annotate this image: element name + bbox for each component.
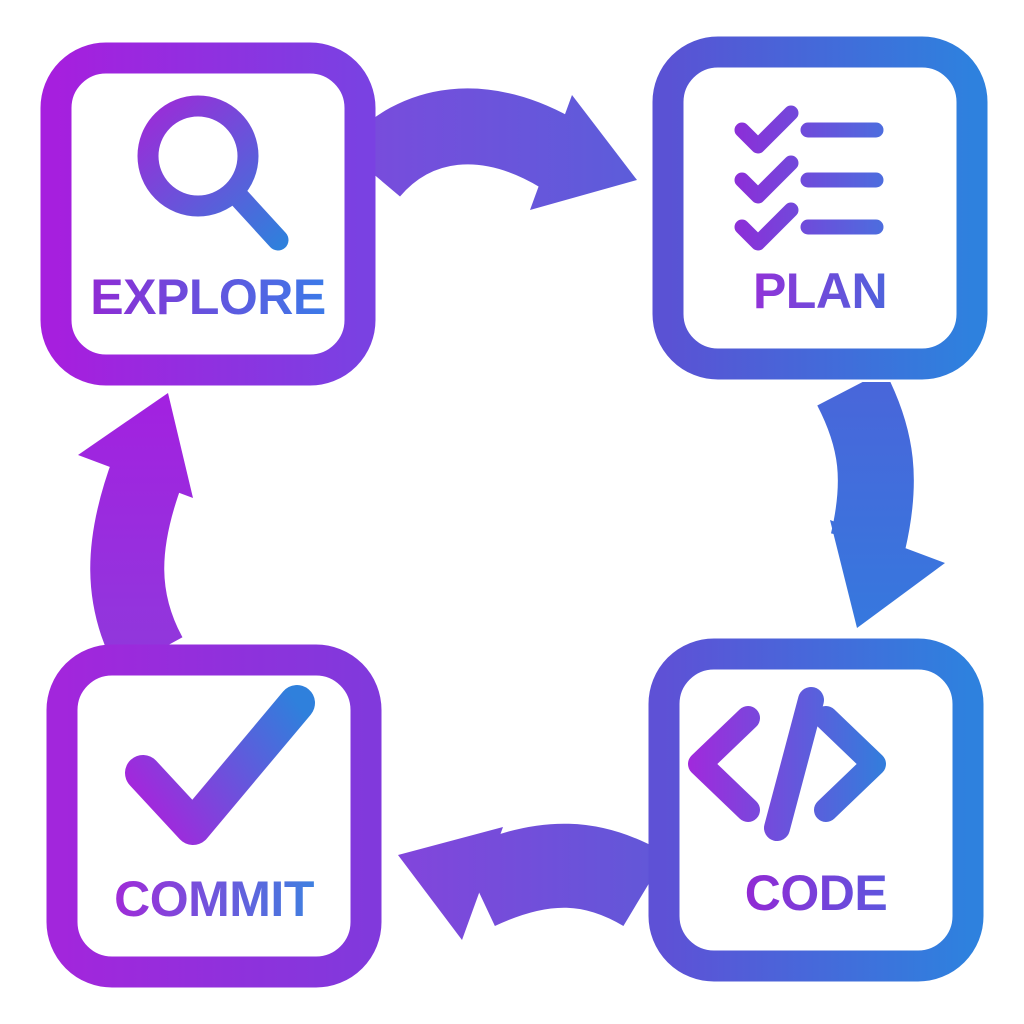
node-commit-label: COMMIT (114, 871, 314, 927)
plan-box-frame (652, 36, 988, 380)
arrow-explore-to-plan (355, 88, 637, 210)
arrow-code-to-commit (398, 823, 660, 940)
arrow-commit-to-explore (78, 393, 193, 660)
code-box-frame (648, 638, 984, 982)
explore-box-frame (40, 42, 376, 386)
code-brackets-icon (688, 687, 886, 841)
node-plan-label: PLAN (752, 263, 888, 319)
magnifier-icon (137, 95, 289, 251)
commit-box-frame (46, 644, 382, 988)
node-explore: EXPLORE (38, 40, 378, 388)
node-explore-label: EXPLORE (90, 269, 326, 325)
arrow-plan-to-code (816, 382, 945, 628)
node-plan: PLAN (650, 34, 990, 382)
node-commit: COMMIT (44, 642, 384, 990)
checklist-icon (734, 105, 884, 251)
node-code: CODE (646, 636, 986, 984)
node-code-label: CODE (744, 865, 888, 921)
checkmark-icon (125, 685, 315, 845)
